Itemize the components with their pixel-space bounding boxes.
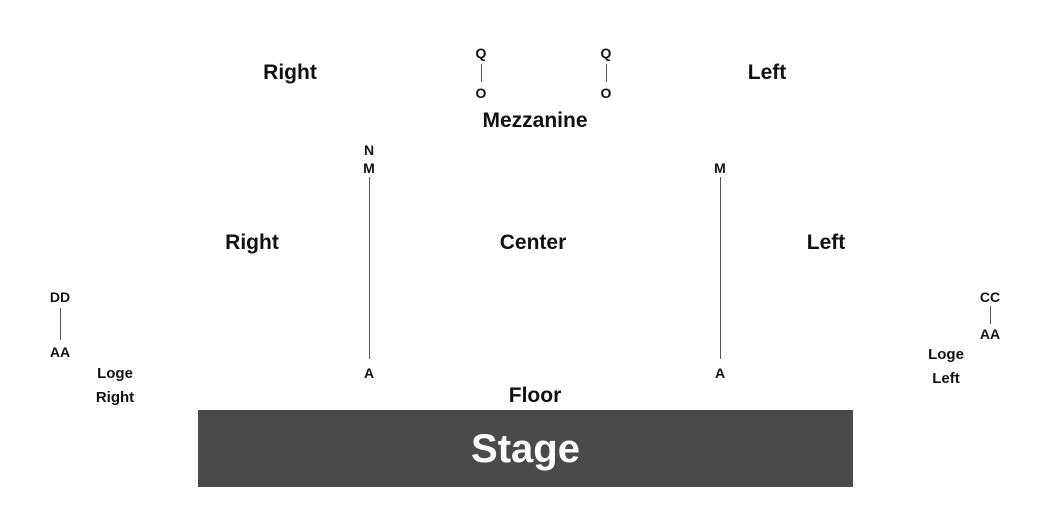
loge-left-label-line1: Loge [928,346,964,363]
floor-right-aisle-row-a: A [363,365,375,381]
floor-left-aisle-row-a: A [714,365,726,381]
mezzanine-row-start-left: Q [475,45,487,61]
loge-right-row-bottom: AA [49,344,71,360]
mezzanine-title: Mezzanine [482,109,588,132]
loge-left-row-bottom: AA [979,326,1001,342]
stage-label: Stage [471,426,580,471]
floor-center-label: Center [499,231,567,254]
stage: Stage [198,410,853,487]
floor-right-aisle-row-n: N [363,142,375,158]
mezzanine-row-end-left: O [475,85,487,101]
loge-right-label-line2: Right [95,389,135,406]
loge-right-row-range-line [60,308,61,340]
mezzanine-right-label: Right [263,61,317,84]
loge-left-row-top: CC [979,289,1001,305]
loge-left-row-range-line [990,306,991,324]
loge-right-row-top: DD [49,289,71,305]
loge-right-label-line1: Loge [97,365,133,382]
floor-right-label: Right [225,231,279,254]
floor-left-aisle-line [720,177,721,359]
mezzanine-row-range-line-right [606,64,607,82]
mezzanine-row-start-right: Q [600,45,612,61]
floor-left-aisle-row-m: M [714,160,726,176]
mezzanine-row-range-line-left [481,64,482,82]
floor-right-aisle-row-m: M [363,160,375,176]
floor-title: Floor [508,384,562,407]
mezzanine-left-label: Left [747,61,787,84]
loge-left-label-line2: Left [932,370,960,387]
mezzanine-row-end-right: O [600,85,612,101]
floor-left-label: Left [806,231,846,254]
floor-right-aisle-line [369,177,370,359]
